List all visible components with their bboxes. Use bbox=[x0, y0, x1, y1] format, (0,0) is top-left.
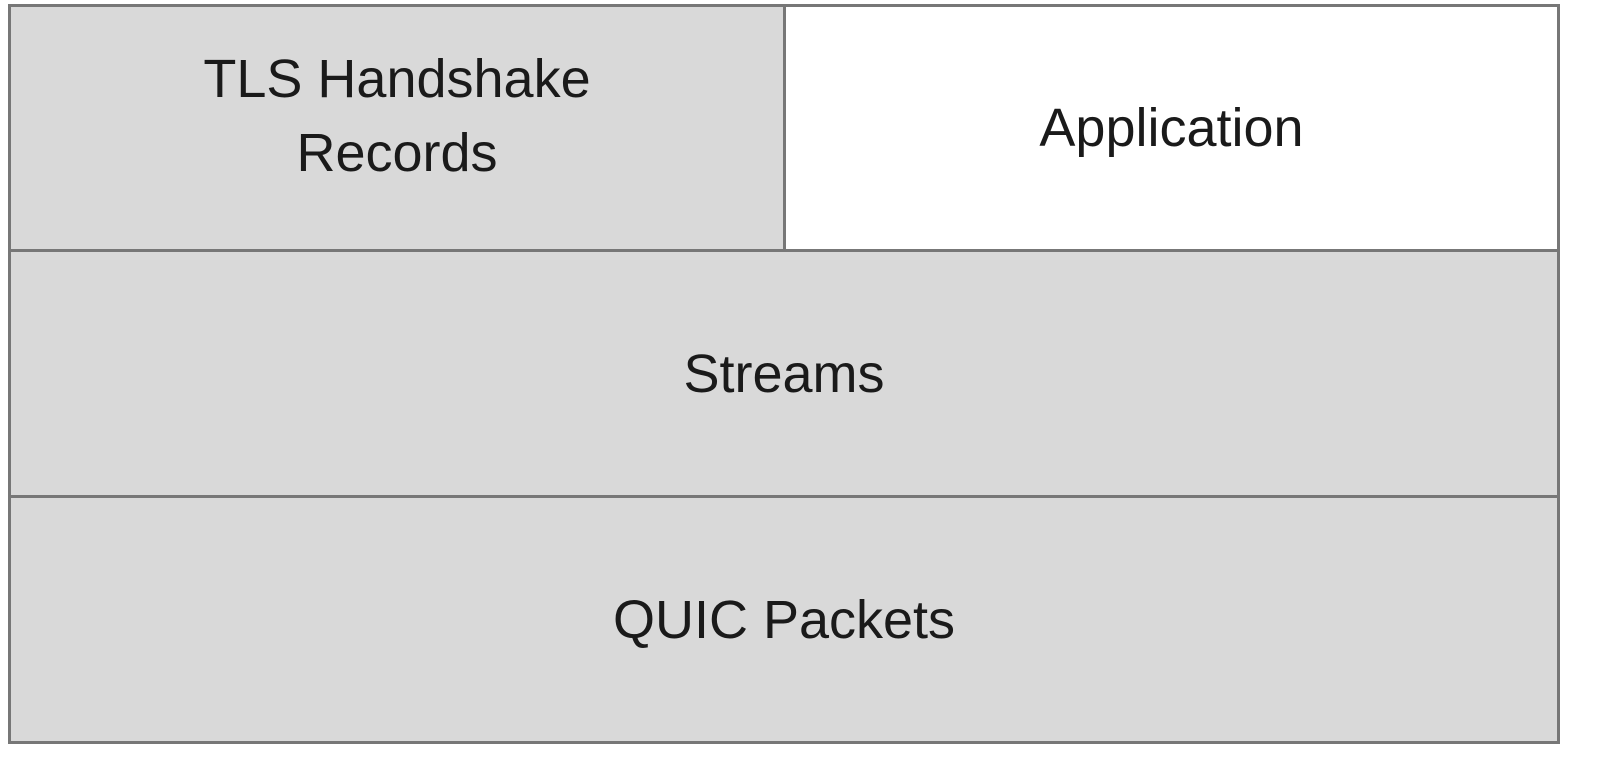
application-label: Application bbox=[1039, 98, 1304, 158]
tls-handshake-records-label: TLS Handshake Records bbox=[203, 42, 590, 190]
tls-label-line1: TLS Handshake bbox=[203, 49, 591, 109]
application-box: Application bbox=[786, 7, 1557, 249]
streams-box: Streams bbox=[11, 252, 1557, 498]
protocol-stack-diagram: TLS Handshake Records Application Stream… bbox=[8, 4, 1560, 744]
tls-handshake-records-box: TLS Handshake Records bbox=[11, 7, 786, 249]
quic-packets-box: QUIC Packets bbox=[11, 498, 1557, 741]
quic-packets-label: QUIC Packets bbox=[612, 589, 956, 650]
top-layer-row: TLS Handshake Records Application bbox=[11, 7, 1557, 252]
tls-label-line2: Records bbox=[296, 123, 498, 183]
streams-label: Streams bbox=[683, 343, 885, 404]
